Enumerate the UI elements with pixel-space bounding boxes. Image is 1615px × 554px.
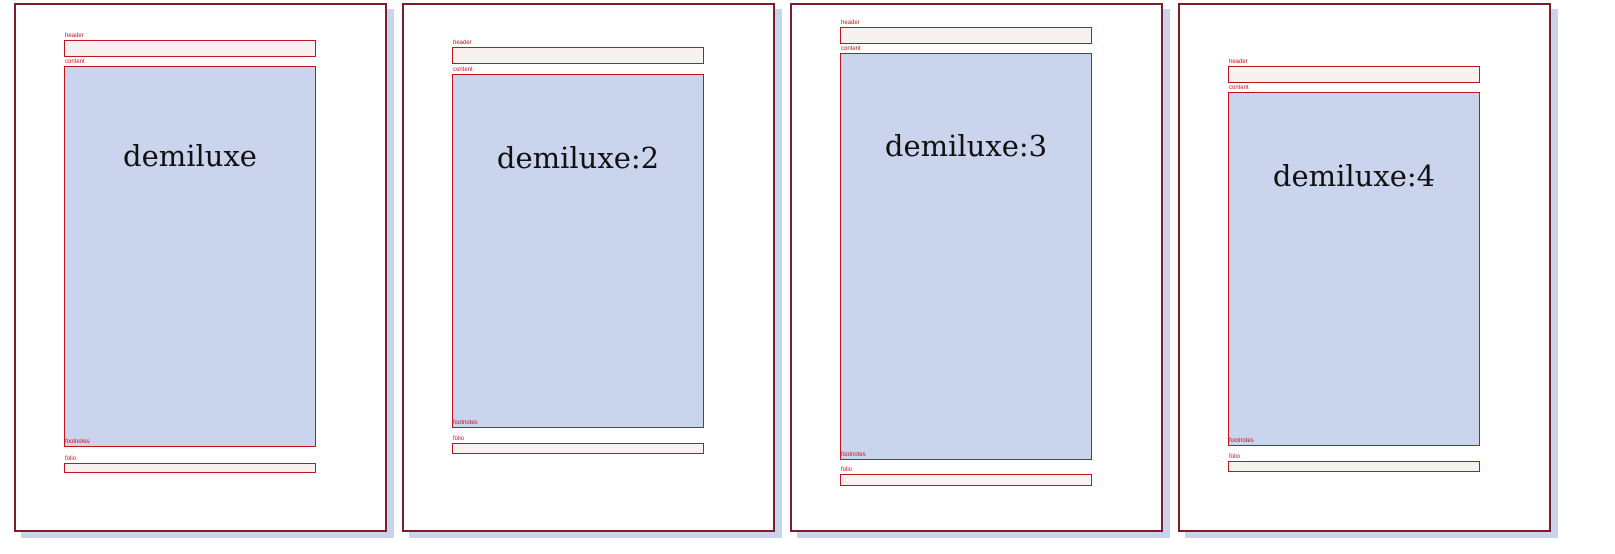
footnotes-frame-label: footnotes: [841, 452, 866, 458]
page-4: header content demiluxe:4 footnotes foli…: [1178, 3, 1551, 532]
content-frame: content demiluxe:4 footnotes: [1228, 85, 1480, 446]
page-3: header content demiluxe:3 footnotes foli…: [790, 3, 1163, 532]
content-frame-label: content: [453, 67, 473, 73]
header-frame: header: [840, 20, 1092, 44]
header-frame: header: [1228, 59, 1480, 83]
content-frame-label: content: [841, 46, 861, 52]
page-title: demiluxe:4: [1272, 159, 1436, 193]
page-1: header content demiluxe footnotes folio: [14, 3, 387, 532]
folio-frame-label: folio: [1229, 454, 1241, 460]
page-2: header content demiluxe:2 footnotes foli…: [402, 3, 775, 532]
page-title: demiluxe: [123, 139, 257, 173]
footnotes-frame-label: footnotes: [453, 420, 478, 426]
page-title: demiluxe:3: [884, 129, 1048, 163]
content-frame: content demiluxe:3 footnotes: [840, 46, 1092, 460]
folio-frame: folio: [1228, 454, 1480, 472]
footnotes-frame-label: footnotes: [1229, 438, 1254, 444]
content-frame: content demiluxe footnotes: [64, 59, 316, 447]
folio-frame-label: folio: [841, 467, 853, 473]
header-frame: header: [452, 40, 704, 64]
header-frame: header: [64, 33, 316, 57]
content-frame-label: content: [1229, 85, 1249, 91]
content-frame: content demiluxe:2 footnotes: [452, 67, 704, 428]
folio-frame: folio: [840, 467, 1092, 486]
header-frame-label: header: [841, 20, 860, 26]
header-frame-label: header: [1229, 59, 1248, 65]
footnotes-frame-label: footnotes: [65, 439, 90, 445]
content-frame-label: content: [65, 59, 85, 65]
header-frame-label: header: [65, 33, 84, 39]
header-frame-label: header: [453, 40, 472, 46]
folio-frame-label: folio: [453, 436, 465, 442]
folio-frame-label: folio: [65, 456, 77, 462]
folio-frame: folio: [452, 436, 704, 454]
page-title: demiluxe:2: [496, 141, 660, 175]
folio-frame: folio: [64, 456, 316, 473]
